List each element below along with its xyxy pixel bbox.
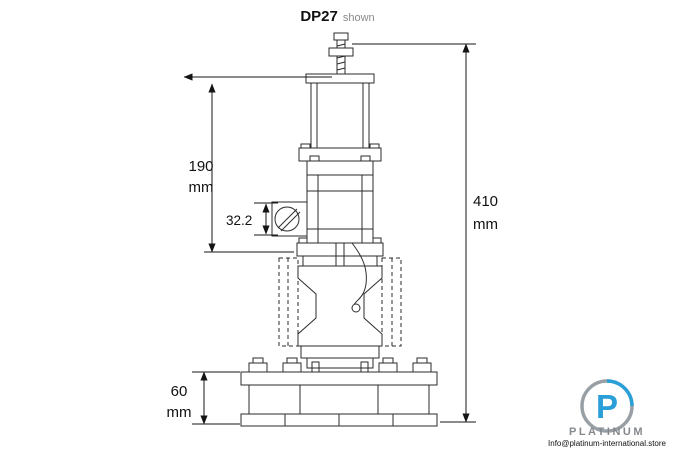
base-flange <box>240 357 438 427</box>
label-pilot-offset-value: 32.2 <box>226 213 253 228</box>
dimension-base-height <box>192 371 240 425</box>
dimension-upper-height <box>183 73 332 253</box>
pilot-assembly <box>271 155 374 244</box>
label-upper-height-value: 190 <box>188 158 214 175</box>
valve-body <box>278 242 402 347</box>
side-port <box>271 201 308 237</box>
screw-head <box>333 32 349 41</box>
brand-email: Info@platinum-international.store <box>548 439 666 448</box>
model-suffix: shown <box>342 12 375 24</box>
label-pilot-offset: 32.2 <box>226 210 252 231</box>
dimension-pilot-offset <box>254 202 278 236</box>
label-upper-height: 190 mm <box>178 156 224 198</box>
label-overall-height-value: 410 <box>473 193 499 210</box>
dimension-overall-height <box>352 43 476 423</box>
platinum-logo: P PLATINUM Info@platinum-international.s… <box>545 377 669 448</box>
label-overall-height-unit: mm <box>473 216 498 233</box>
bottom-flange-stack <box>300 345 380 369</box>
label-base-height: 60 mm <box>158 381 200 423</box>
platinum-logo-icon: P <box>580 379 634 433</box>
logo-letter: P <box>596 388 618 425</box>
spring-housing <box>298 73 382 162</box>
label-overall-height: 410 mm <box>473 190 515 236</box>
housing-flange <box>298 147 382 162</box>
pilot-lower-flange <box>296 237 384 267</box>
balance-pipe <box>351 242 367 306</box>
drawing-title: DP27 shown <box>0 8 675 26</box>
base-bolts <box>248 357 432 373</box>
locknut <box>328 47 354 57</box>
brand-wordmark: PLATINUM <box>568 426 645 438</box>
label-upper-height-unit: mm <box>188 179 214 196</box>
label-base-height-unit: mm <box>166 404 192 421</box>
label-base-height-value: 60 <box>170 383 188 400</box>
adjustment-screw <box>328 32 354 75</box>
model-name: DP27 <box>300 8 338 25</box>
